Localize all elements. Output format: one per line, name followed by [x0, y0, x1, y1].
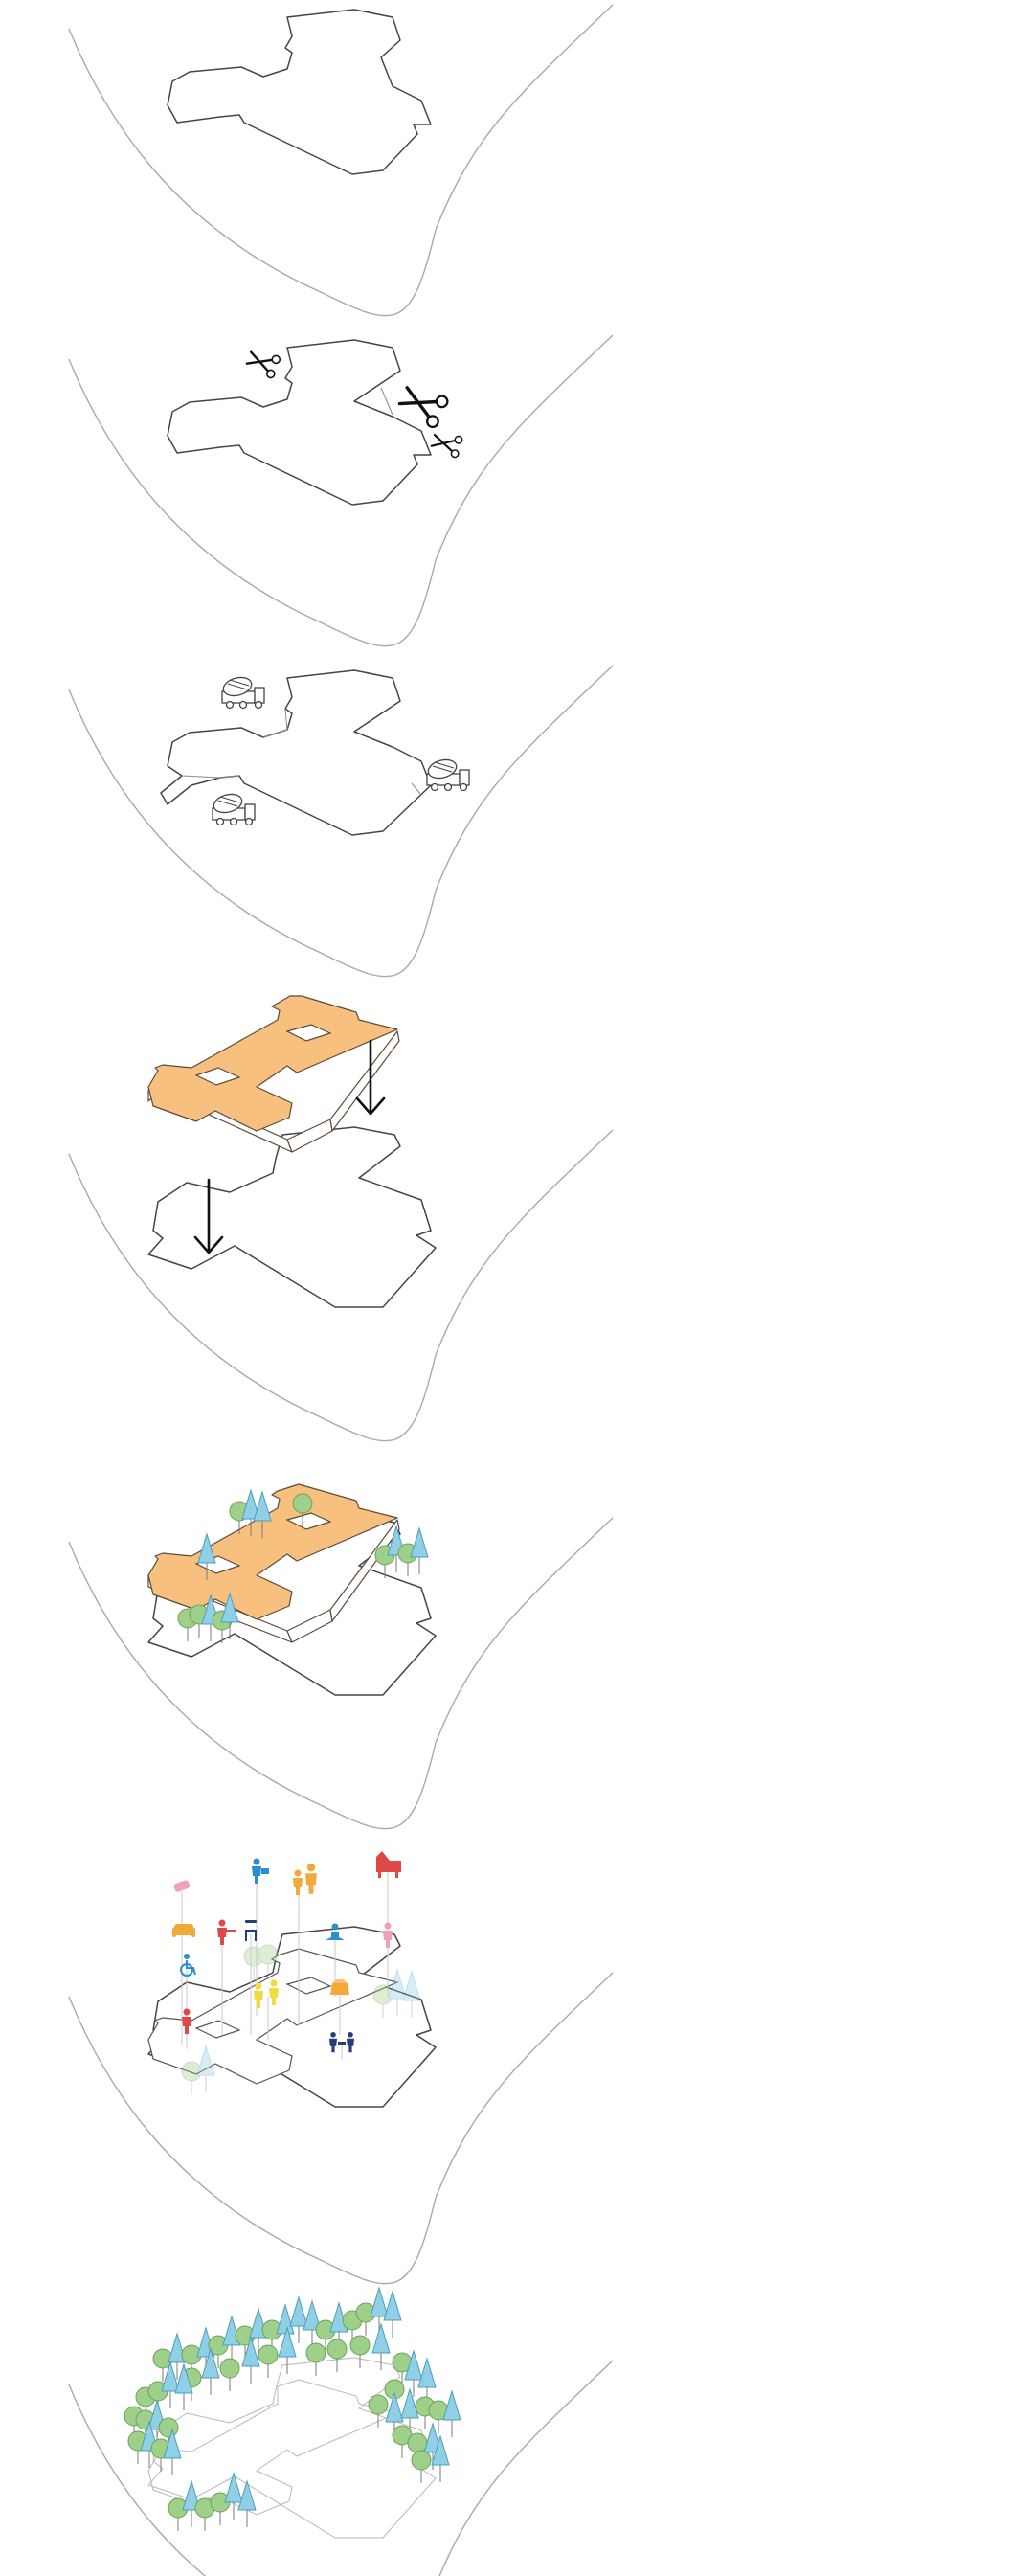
scissors-icon [430, 430, 462, 458]
cement-mixer-icon [212, 791, 255, 825]
tree-icon [369, 2395, 388, 2428]
person-at-table-icon [217, 1920, 236, 1946]
tree-icon [411, 1528, 428, 1574]
tree-icon [443, 2391, 461, 2437]
tree-icon [258, 2345, 278, 2378]
pink-object-icon [173, 1880, 191, 1893]
panel-step-4 [69, 996, 613, 1441]
armchair-icon [376, 1851, 401, 1878]
tree-icon [412, 2451, 431, 2483]
sofa-icon [172, 1924, 195, 1937]
panel-step-1 [69, 5, 613, 316]
tree-icon [306, 2343, 326, 2376]
wheelchair-icon [181, 1954, 195, 1976]
tree-icon [162, 2362, 179, 2408]
scissors-icon [396, 381, 449, 429]
panel-step-2 [69, 335, 613, 646]
panel-step-6 [69, 1851, 613, 2284]
building-footprint [168, 340, 431, 505]
tree-icon [384, 2292, 401, 2338]
tree-icon [279, 2328, 296, 2374]
down-arrow-icon [357, 1041, 384, 1114]
scissors-icon [245, 347, 281, 378]
tree-icon [356, 2303, 375, 2336]
panel-step-3 [69, 666, 613, 977]
panel-step-7 [69, 2288, 613, 2576]
person-reading-icon [252, 1859, 269, 1885]
tree-icon [327, 2339, 347, 2372]
cement-mixer-icon [426, 757, 469, 790]
family-icon [293, 1864, 317, 1895]
tree-icon [220, 2359, 239, 2391]
tree-ring [124, 2288, 461, 2531]
tree-icon [371, 2288, 388, 2334]
tree-icon [290, 2297, 307, 2343]
panel-step-5 [69, 1484, 613, 1829]
building-footprint [161, 670, 431, 835]
cement-mixer-icon [221, 674, 264, 708]
slab-top [148, 996, 397, 1131]
tree-icon [372, 2324, 390, 2370]
building-footprint [148, 1127, 436, 1307]
building-footprint [168, 10, 431, 174]
tree-icon [350, 2336, 370, 2368]
